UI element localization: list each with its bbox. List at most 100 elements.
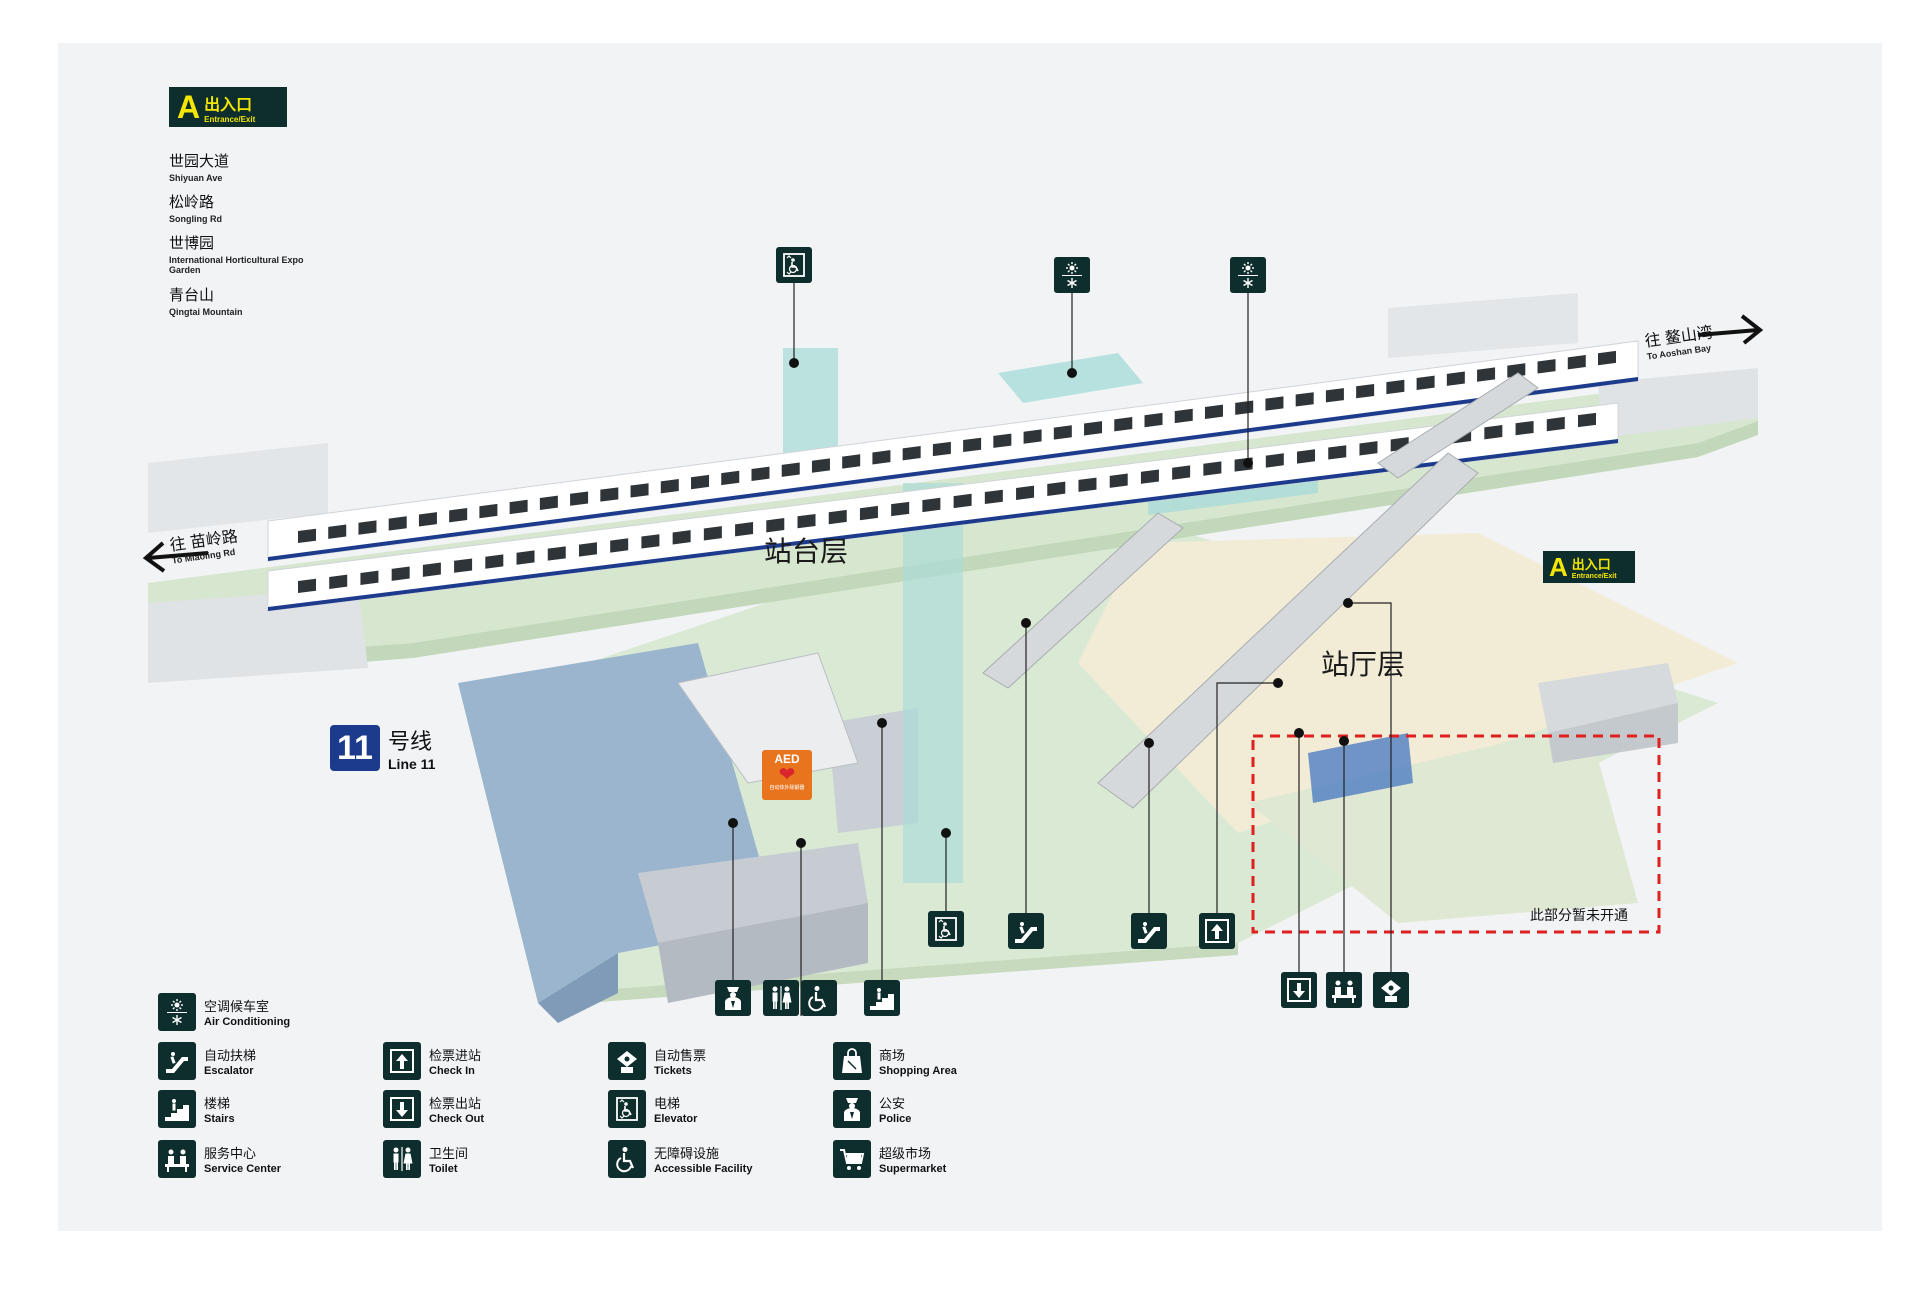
exit-en: Entrance/Exit <box>1571 573 1617 580</box>
platform-end-left-low <box>148 588 368 683</box>
police-icon[interactable] <box>715 980 751 1016</box>
legend-cn: 超级市场 <box>879 1146 932 1161</box>
legend-cn: 电梯 <box>654 1096 681 1111</box>
legend-cn: 服务中心 <box>204 1146 257 1161</box>
check-out-icon[interactable] <box>1281 972 1317 1008</box>
exit-en: Entrance/Exit <box>204 114 256 124</box>
destination-cn: 世博园 <box>169 235 215 252</box>
arrow-right-icon <box>1697 314 1764 345</box>
escalator-mid <box>982 512 1184 689</box>
aed-label: AED <box>774 752 800 766</box>
legend-en: Police <box>879 1113 912 1125</box>
accessible-icon[interactable] <box>801 980 837 1016</box>
legend-tickets: 自动售票 Tickets <box>608 1042 706 1080</box>
gate-area <box>1308 733 1413 803</box>
legend-en: Escalator <box>204 1065 254 1077</box>
destination-3: 世博园 International Horticultural Expo Gar… <box>169 232 309 275</box>
platform-floor-label: 站台层 <box>764 536 849 567</box>
destination-en: International Horticultural Expo Garden <box>169 255 304 275</box>
building-block-right-side <box>1548 703 1678 763</box>
aed-sub: 自动体外除颤器 <box>769 785 805 791</box>
toilet-icon <box>383 1140 421 1178</box>
legend-cn: 楼梯 <box>204 1096 231 1111</box>
stairs-icon <box>158 1090 196 1128</box>
platform-end-left <box>148 443 328 533</box>
service-block <box>638 843 868 943</box>
exit-cn: 出入口 <box>1571 557 1611 572</box>
building-block-right <box>1538 663 1678 733</box>
legend-cn: 检票进站 <box>429 1048 482 1063</box>
toilet-icon[interactable] <box>763 980 799 1016</box>
destination-en: Shiyuan Ave <box>169 173 223 183</box>
destination-cn: 松岭路 <box>169 194 215 211</box>
legend-en: Check Out <box>429 1113 485 1125</box>
concourse-floor-label: 站厅层 <box>1321 649 1406 680</box>
exit-letter: A <box>1549 551 1568 582</box>
destination-cn: 青台山 <box>169 287 215 304</box>
legend-service-center: 服务中心 Service Center <box>158 1140 281 1178</box>
stairs-icon[interactable] <box>864 980 900 1016</box>
station-map-panel: A 出入口 Entrance/Exit 世园大道 Shiyuan Ave 松岭路… <box>58 43 1882 1231</box>
legend-en: Shopping Area <box>879 1065 957 1077</box>
elevator-icon[interactable] <box>928 911 964 947</box>
exit-sign-a-right: A 出入口 Entrance/Exit <box>1543 551 1635 583</box>
check-out-icon <box>383 1090 421 1128</box>
blue-wall-side <box>538 953 618 1023</box>
check-in-icon[interactable] <box>1199 913 1235 949</box>
train-windows <box>298 350 1616 594</box>
legend-cn: 自动售票 <box>654 1048 707 1063</box>
destination-4: 青台山 Qingtai Mountain <box>169 284 243 317</box>
aed-heart-icon: ❤ <box>778 764 796 786</box>
legend-en: Tickets <box>654 1065 692 1077</box>
legend-en: Elevator <box>654 1113 698 1125</box>
air-conditioning-icon[interactable] <box>1054 257 1090 293</box>
platform-end-right-low <box>1598 368 1758 438</box>
line-number: 11 <box>330 725 380 771</box>
legend-cn: 检票出站 <box>429 1096 482 1111</box>
ac-waiting-room-1 <box>998 353 1143 403</box>
legend-shopping: 商场 Shopping Area <box>833 1042 957 1080</box>
stair-block-mid <box>828 708 918 833</box>
train-upper <box>267 340 1639 562</box>
legend-en: Stairs <box>204 1113 235 1125</box>
platform-end-right <box>1388 293 1578 358</box>
tickets-icon[interactable] <box>1373 972 1409 1008</box>
legend-cn: 空调候车室 <box>204 999 270 1014</box>
legend-cn: 商场 <box>879 1048 906 1063</box>
air-conditioning-icon <box>158 993 196 1031</box>
elevator-icon <box>608 1090 646 1128</box>
air-conditioning-icon[interactable] <box>1230 257 1266 293</box>
staircase-left <box>677 652 859 784</box>
service-block-side <box>658 903 868 1003</box>
callout-lines <box>728 283 1392 1016</box>
aed-sign: AED ❤ 自动体外除颤器 <box>762 750 812 800</box>
escalator-icon[interactable] <box>1008 913 1044 949</box>
arrow-left-icon <box>142 541 209 573</box>
legend-en: Service Center <box>204 1163 282 1175</box>
destination-2: 松岭路 Songling Rd <box>169 191 222 224</box>
police-icon <box>833 1090 871 1128</box>
elevator-shaft-lower <box>903 483 963 883</box>
accessible-icon <box>608 1140 646 1178</box>
escalator-icon[interactable] <box>1131 913 1167 949</box>
closed-area-note: 此部分暂未开通 <box>1530 907 1628 923</box>
legend-stairs: 楼梯 Stairs <box>158 1090 235 1128</box>
escalator-long <box>1097 452 1479 809</box>
legend-en: Toilet <box>429 1163 458 1175</box>
legend-cn: 卫生间 <box>429 1146 469 1161</box>
legend-cn: 无障碍设施 <box>654 1146 720 1161</box>
destination-cn: 世园大道 <box>169 153 230 170</box>
elevator-icon[interactable] <box>776 247 812 283</box>
legend-cn: 自动扶梯 <box>204 1048 257 1063</box>
concourse-paid-area <box>1078 533 1738 833</box>
service-center-icon[interactable] <box>1326 972 1362 1008</box>
exit-letter: A <box>177 88 201 125</box>
line-en: Line 11 <box>388 756 436 772</box>
destination-en: Qingtai Mountain <box>169 307 243 317</box>
exit-sign-a-top: A 出入口 Entrance/Exit <box>169 87 287 127</box>
legend-en: Air Conditioning <box>204 1016 291 1028</box>
